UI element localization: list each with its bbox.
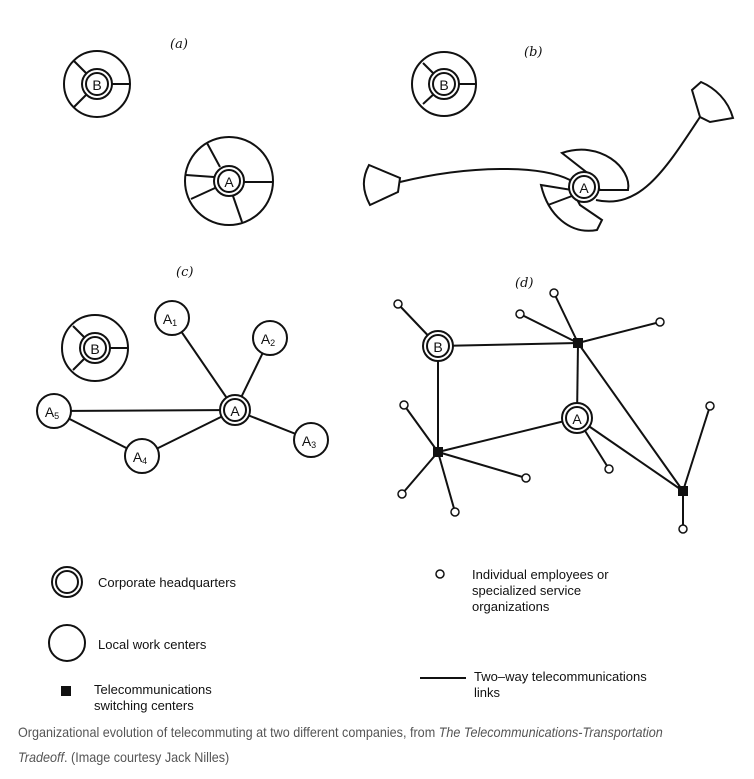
node-a-label: A <box>572 411 582 427</box>
node-a4-label: A <box>133 449 143 465</box>
panel-a-label: (a) <box>170 37 188 52</box>
node-a5-sub: 5 <box>54 411 59 421</box>
node-a5-label: A <box>45 404 55 420</box>
node-a2-label: A <box>261 331 271 347</box>
diagram: (a) B A (b) B A (c) B <box>36 37 735 713</box>
legend-link-1: Two–way telecommunications <box>474 669 647 684</box>
panel-c-company-b: B <box>61 314 129 382</box>
node-b-label: B <box>439 77 448 93</box>
node-a1-sub: 1 <box>172 318 177 328</box>
svg-text:A1: A1 <box>163 311 177 328</box>
legend: Corporate headquarters Local work center… <box>48 566 647 713</box>
caption-text: Organizational evolution of telecommutin… <box>18 724 439 740</box>
figure-caption: Organizational evolution of telecommutin… <box>18 720 666 770</box>
node-a1-label: A <box>163 311 173 327</box>
panel-c-label: (c) <box>176 265 193 280</box>
panel-c-network: A A1 A2 A3 A4 A5 <box>36 300 329 474</box>
legend-switch-2: switching centers <box>94 698 194 713</box>
node-a-label: A <box>224 174 234 190</box>
legend-indiv-2: specialized service <box>472 583 581 598</box>
panel-d-network: B A <box>393 288 715 534</box>
switch-icon <box>61 686 71 696</box>
node-b-label: B <box>92 77 101 93</box>
legend-indiv-3: organizations <box>472 599 550 614</box>
node-a-label: A <box>579 180 589 196</box>
legend-hq: Corporate headquarters <box>98 575 237 590</box>
legend-switch-1: Telecommunications <box>94 682 212 697</box>
node-a4-sub: 4 <box>142 456 147 466</box>
panel-d-label: (d) <box>515 276 533 291</box>
legend-link-2: links <box>474 685 501 700</box>
panel-b-label: (b) <box>524 45 542 60</box>
node-b-label: B <box>433 339 442 355</box>
node-b-label: B <box>90 341 99 357</box>
panel-b-company-b: B <box>411 51 477 117</box>
node-a3-label: A <box>302 433 312 449</box>
caption-book-title: The Telecommunications-Transportation Tr… <box>18 724 663 765</box>
legend-indiv-1: Individual employees or <box>472 567 609 582</box>
node-a3-sub: 3 <box>311 440 316 450</box>
legend-local: Local work centers <box>98 637 207 652</box>
panel-b-company-a: A <box>362 80 735 232</box>
node-a-label: A <box>230 403 240 419</box>
caption-credit: . (Image courtesy Jack Nilles) <box>63 749 230 765</box>
svg-text:A4: A4 <box>133 449 147 466</box>
panel-a-company-a: A <box>184 136 274 226</box>
node-a2-sub: 2 <box>270 338 275 348</box>
svg-text:A5: A5 <box>45 404 59 421</box>
panel-a-company-b: B <box>63 50 131 118</box>
svg-text:A3: A3 <box>302 433 316 450</box>
svg-text:A2: A2 <box>261 331 275 348</box>
